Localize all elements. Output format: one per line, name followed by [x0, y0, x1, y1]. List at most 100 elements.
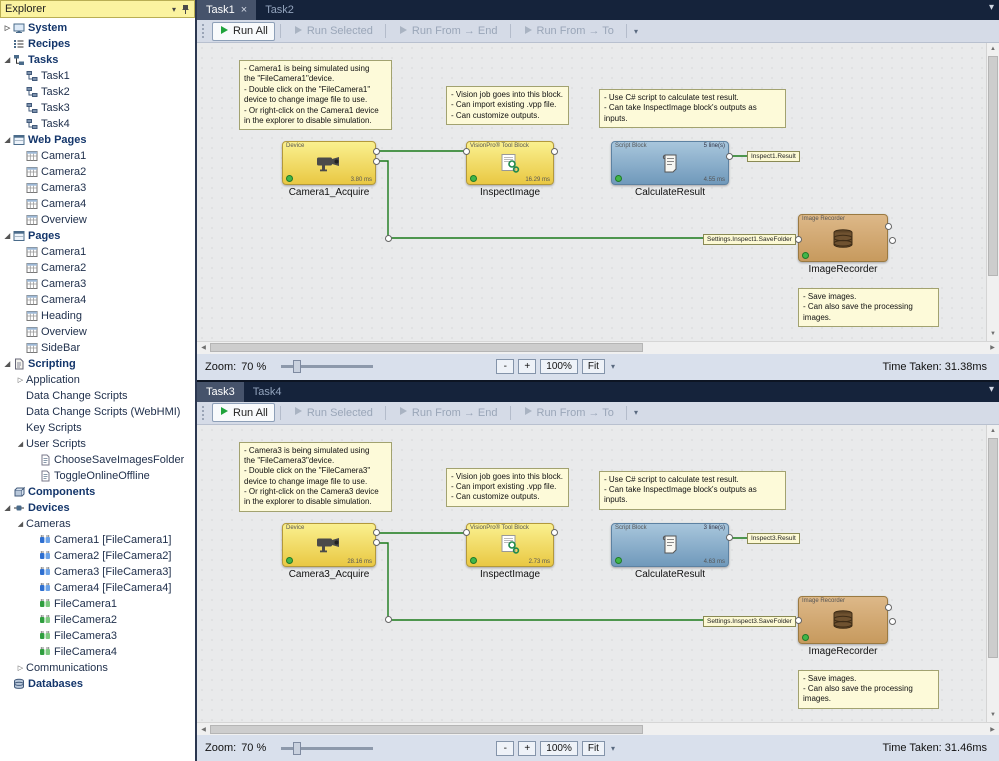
panel-menu-icon[interactable]: ▾ — [171, 4, 176, 14]
port[interactable] — [794, 235, 802, 243]
port[interactable] — [372, 157, 380, 165]
tree-item-devices[interactable]: ◢Devices — [0, 500, 195, 516]
tree-item-task1[interactable]: Task1 — [0, 68, 195, 84]
tree-item-camera1-filecamera1[interactable]: Camera1 [FileCamera1] — [0, 532, 195, 548]
horizontal-scrollbar-thumb[interactable] — [210, 343, 644, 352]
tab-task4[interactable]: Task4 — [244, 382, 291, 402]
port[interactable] — [888, 618, 896, 625]
port[interactable] — [884, 222, 892, 230]
tree-item-camera1[interactable]: Camera1 — [0, 148, 195, 164]
port[interactable] — [725, 152, 733, 160]
toolbar-overflow-icon[interactable]: ▾ — [633, 26, 638, 36]
zoom-overflow-icon[interactable]: ▾ — [610, 362, 615, 371]
tree-item-task4[interactable]: Task4 — [0, 116, 195, 132]
zoom-in-button[interactable]: + — [518, 740, 537, 756]
expand-arrow[interactable]: ◢ — [4, 137, 11, 144]
tree-item-camera2[interactable]: Camera2 — [0, 260, 195, 276]
tree-item-camera3-filecamera3[interactable]: Camera3 [FileCamera3] — [0, 564, 195, 580]
tree-item-camera3[interactable]: Camera3 — [0, 180, 195, 196]
tree-item-web-pages[interactable]: ◢Web Pages — [0, 132, 195, 148]
tree-item-task2[interactable]: Task2 — [0, 84, 195, 100]
expand-arrow[interactable]: ◢ — [4, 233, 11, 240]
tree-item-tasks[interactable]: ◢Tasks — [0, 52, 195, 68]
tree-item-camera4[interactable]: Camera4 — [0, 196, 195, 212]
binding-tag[interactable]: Settings.Inspect3.SaveFolder — [703, 615, 796, 627]
tree-item-overview[interactable]: Overview — [0, 324, 195, 340]
zoom-fit-button[interactable]: Fit — [581, 359, 605, 374]
binding-tag[interactable]: Inspect3.Result — [747, 532, 800, 544]
note[interactable]: - Save images. - Can also save the proce… — [798, 288, 939, 328]
port[interactable] — [794, 617, 802, 624]
binding-tag[interactable]: Settings.Inspect1.SaveFolder — [703, 234, 796, 245]
zoom-overflow-icon[interactable]: ▾ — [610, 743, 615, 753]
expand-arrow[interactable]: ▷ — [4, 25, 11, 32]
tree-item-filecamera1[interactable]: FileCamera1 — [0, 596, 195, 612]
port[interactable] — [884, 604, 892, 611]
binding-tag[interactable]: Inspect1.Result — [747, 151, 800, 162]
tree-item-user-scripts[interactable]: ◢User Scripts — [0, 436, 195, 452]
expand-arrow[interactable]: ◢ — [17, 521, 24, 528]
zoom-slider-thumb[interactable] — [293, 360, 302, 373]
port[interactable] — [462, 529, 470, 536]
scroll-up-icon[interactable]: ▲ — [990, 427, 996, 434]
port[interactable] — [550, 529, 558, 536]
horizontal-scrollbar[interactable]: ◀ ▶ — [197, 340, 999, 354]
scroll-right-icon[interactable]: ▶ — [990, 726, 995, 733]
expand-arrow[interactable]: ▷ — [17, 665, 24, 672]
expand-arrow[interactable]: ◢ — [4, 361, 11, 368]
tree-item-communications[interactable]: ▷Communications — [0, 660, 195, 676]
tree-item-camera4-filecamera4[interactable]: Camera4 [FileCamera4] — [0, 580, 195, 596]
zoom-slider-thumb[interactable] — [293, 741, 302, 755]
port[interactable] — [462, 147, 470, 155]
tree-item-choosesaveimagesfolder[interactable]: ChooseSaveImagesFolder — [0, 452, 195, 468]
scroll-up-icon[interactable]: ▲ — [990, 46, 996, 52]
tab-task2[interactable]: Task2 — [256, 0, 303, 20]
vertical-scrollbar[interactable]: ▲ ▼ — [986, 43, 999, 341]
tree-item-recipes[interactable]: Recipes — [0, 36, 195, 52]
scrollbar-track[interactable] — [987, 658, 999, 709]
port[interactable] — [550, 147, 558, 155]
run-selected-button[interactable]: Run Selected — [286, 22, 380, 41]
expand-arrow[interactable]: ▷ — [17, 377, 24, 384]
expand-arrow[interactable]: ◢ — [4, 57, 11, 64]
note[interactable]: - Vision job goes into this block. - Can… — [446, 467, 569, 507]
horizontal-scrollbar-thumb[interactable] — [210, 724, 644, 734]
pin-icon[interactable] — [181, 4, 190, 15]
port[interactable] — [384, 616, 392, 623]
port[interactable] — [372, 147, 380, 155]
flowchart-canvas[interactable]: - Camera3 is being simulated using the "… — [197, 424, 986, 722]
run-selected-button[interactable]: Run Selected — [286, 403, 380, 422]
horizontal-scrollbar[interactable]: ◀ ▶ — [197, 722, 999, 735]
tree-item-camera3[interactable]: Camera3 — [0, 276, 195, 292]
zoom-100-button[interactable]: 100% — [540, 740, 578, 756]
vertical-scrollbar-thumb[interactable] — [988, 437, 998, 658]
tree-item-components[interactable]: Components — [0, 484, 195, 500]
zoom-in-button[interactable]: + — [518, 359, 537, 374]
scroll-down-icon[interactable]: ▼ — [990, 712, 996, 718]
tree-item-system[interactable]: ▷System — [0, 20, 195, 36]
note[interactable]: - Use C# script to calculate test result… — [599, 89, 786, 129]
tree-item-scripting[interactable]: ◢Scripting — [0, 356, 195, 372]
note[interactable]: - Save images. - Can also save the proce… — [798, 669, 939, 709]
zoom-out-button[interactable]: - — [496, 359, 515, 374]
zoom-out-button[interactable]: - — [496, 740, 515, 756]
tab-task3[interactable]: Task3 — [197, 381, 244, 402]
tree-item-task3[interactable]: Task3 — [0, 100, 195, 116]
tree-item-camera2[interactable]: Camera2 — [0, 164, 195, 180]
scrollbar-track[interactable] — [987, 276, 999, 327]
tree-item-camera2-filecamera2[interactable]: Camera2 [FileCamera2] — [0, 548, 195, 564]
toolbar-overflow-icon[interactable]: ▾ — [633, 408, 638, 417]
tree-item-overview[interactable]: Overview — [0, 212, 195, 228]
toolbar-grip[interactable] — [202, 24, 206, 38]
note[interactable]: - Use C# script to calculate test result… — [599, 470, 786, 510]
vertical-scrollbar[interactable]: ▲ ▼ — [986, 424, 999, 722]
tree-item-data-change-scripts[interactable]: Data Change Scripts — [0, 388, 195, 404]
tab-list-icon[interactable]: ▾ — [988, 2, 994, 13]
scroll-left-icon[interactable]: ◀ — [201, 345, 206, 351]
tab-task1[interactable]: Task1× — [197, 0, 257, 20]
scroll-left-icon[interactable]: ◀ — [201, 726, 206, 733]
port[interactable] — [888, 236, 896, 244]
